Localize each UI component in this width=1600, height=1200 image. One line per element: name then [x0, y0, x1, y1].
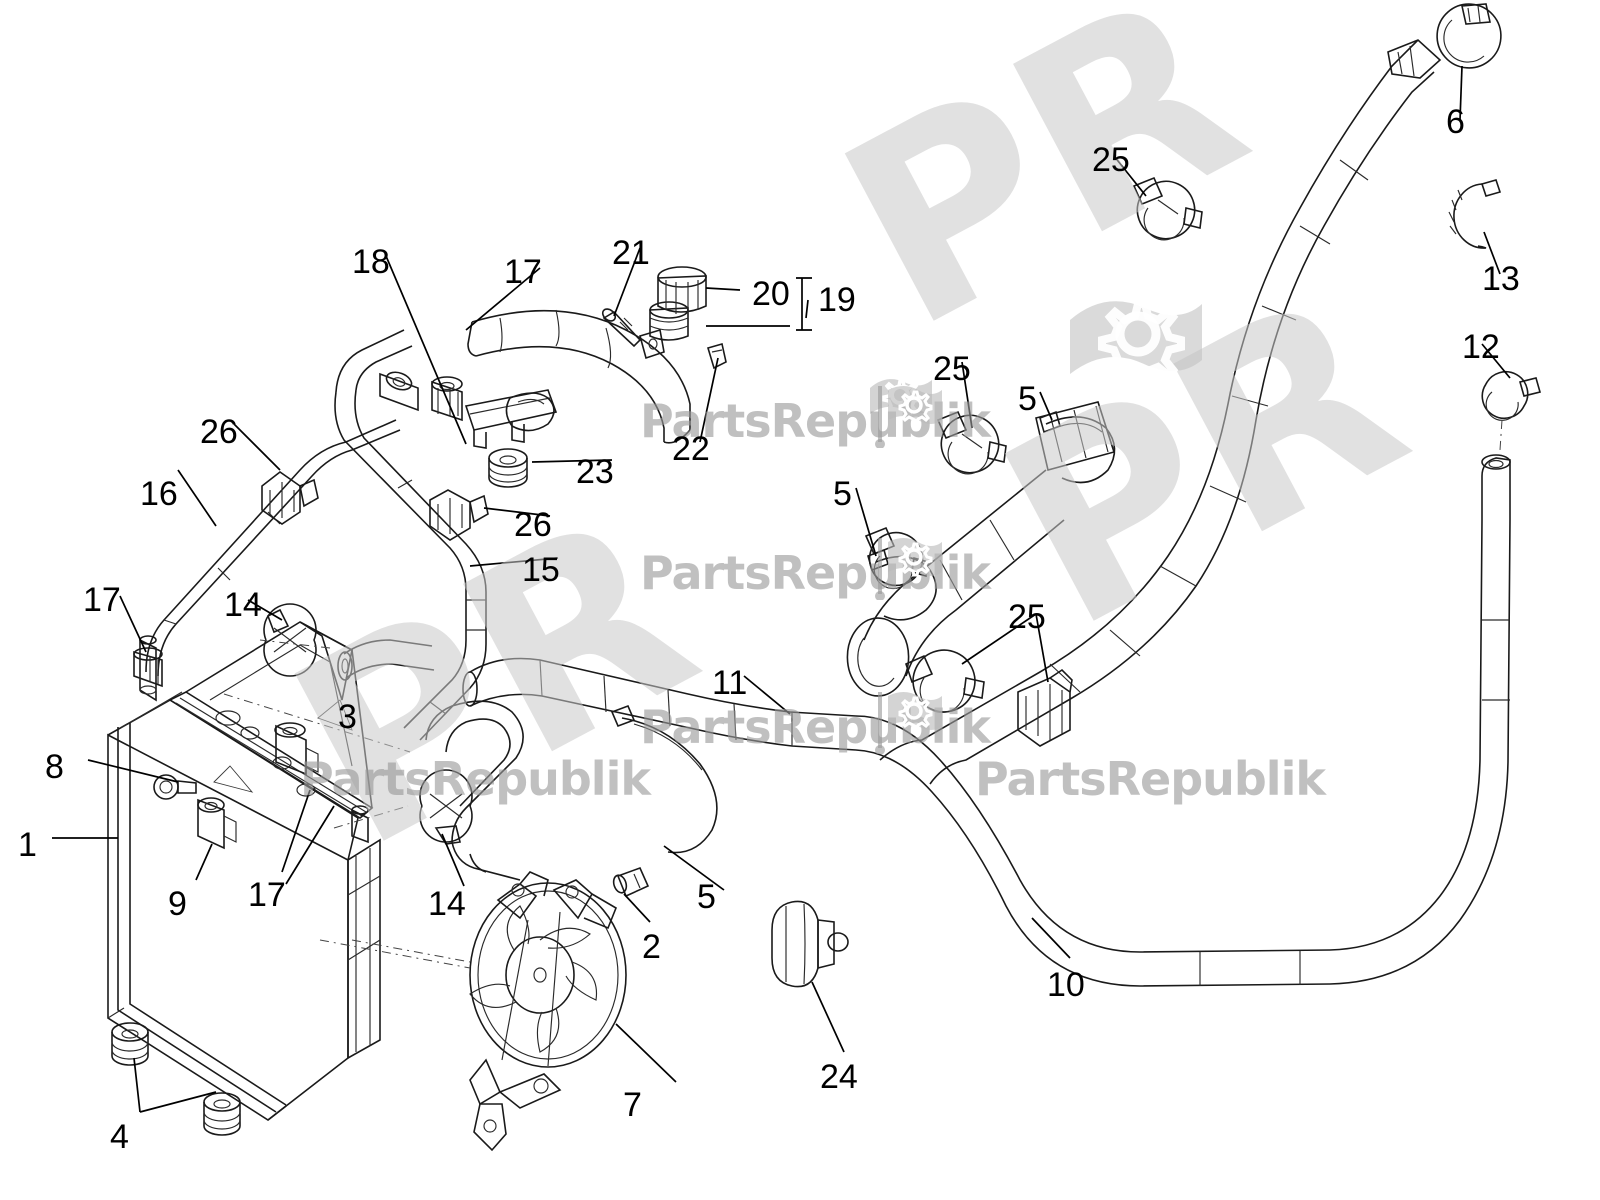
band-clamp-part-13	[1448, 179, 1502, 249]
expansion-tank-part-19	[464, 301, 727, 449]
hose-holder-clip-part-24	[771, 900, 849, 988]
hose-clamp-part-14-lower	[419, 769, 473, 845]
callout-number-12: 12	[1462, 328, 1500, 366]
spring-band-clamp-part-5-c	[610, 704, 718, 854]
hose-retainer-clip-part-26-upper	[261, 471, 319, 525]
rubber-grommet-part-4-right	[203, 1092, 241, 1136]
hose-clamp-part-14-upper	[263, 603, 317, 677]
upper-coolant-pipe-part-15	[334, 329, 487, 741]
worm-drive-hose-clamp-part-6	[1436, 3, 1502, 69]
expansion-tank-cap-part-20	[657, 266, 707, 314]
construction-line-14b	[333, 805, 409, 829]
hose-upper-left-run	[337, 639, 435, 681]
pipe-stub-left	[379, 371, 419, 412]
callout-number-6: 6	[1446, 103, 1465, 141]
callout-number-17: 17	[504, 253, 542, 291]
small-hose-clamp-part-12	[1481, 371, 1541, 451]
callout-number-20: 20	[752, 275, 790, 313]
tank-screw-part-21	[601, 308, 642, 348]
quick-release-clamp-part-25-block	[1017, 668, 1073, 747]
radiator-mount-bush-part-9	[197, 797, 237, 850]
callout-number-16: 16	[140, 475, 178, 513]
radiator-bracket-part-3	[274, 722, 319, 776]
callout-number-4: 4	[110, 1118, 129, 1156]
callout-number-15: 15	[522, 551, 560, 589]
construction-line-radiator	[223, 693, 411, 753]
radiator-bolt-part-8	[153, 774, 197, 800]
callout-number-22: 22	[672, 430, 710, 468]
callout-number-5: 5	[833, 475, 852, 513]
callout-number-23: 23	[576, 453, 614, 491]
rubber-grommet-part-4-left	[111, 1022, 149, 1066]
callout-number-11: 11	[712, 664, 748, 702]
callout-number-2: 2	[642, 928, 661, 966]
upper-right-hose	[879, 39, 1442, 785]
callout-number-24: 24	[820, 1058, 858, 1096]
long-coolant-hose-part-10	[855, 454, 1511, 987]
callout-number-21: 21	[612, 234, 650, 272]
callout-number-25: 25	[1008, 598, 1046, 636]
callout-number-14: 14	[428, 885, 466, 923]
callout-number-5: 5	[697, 878, 716, 916]
construction-line-clamp	[259, 639, 331, 649]
fan-screw-part-2	[612, 866, 650, 898]
callout-number-14: 14	[224, 586, 262, 624]
callout-number-26: 26	[514, 506, 552, 544]
callout-number-25: 25	[1092, 141, 1130, 179]
cooling-fan-assembly-part-7	[319, 871, 627, 1152]
callout-number-7: 7	[623, 1086, 642, 1124]
quick-release-clamp-part-25-mid	[936, 410, 1007, 475]
callout-number-1: 1	[18, 826, 37, 864]
callout-number-17: 17	[83, 581, 121, 619]
coolant-hose-part-11	[462, 657, 857, 751]
quick-release-clamp-part-25-left	[864, 526, 929, 590]
callout-number-19: 19	[818, 281, 856, 319]
union-fitting-part-17-left	[133, 647, 163, 688]
callout-number-25: 25	[933, 350, 971, 388]
tank-grommet-part-23	[488, 448, 528, 488]
callout-number-13: 13	[1482, 260, 1520, 298]
quick-release-clamp-part-25-top	[1132, 176, 1203, 241]
callout-number-18: 18	[352, 243, 390, 281]
callout-number-8: 8	[45, 748, 64, 786]
union-nut-part-18	[431, 376, 463, 422]
callout-number-9: 9	[168, 885, 187, 923]
quick-release-clamp-part-25-ring	[905, 649, 985, 713]
leader-lines	[52, 65, 1511, 1113]
lower-hose-run	[419, 700, 524, 881]
tank-clip-part-22	[707, 342, 727, 370]
spring-band-clamp-part-5-a	[1039, 410, 1116, 484]
callout-number-10: 10	[1047, 966, 1085, 1004]
callout-number-17: 17	[248, 876, 286, 914]
callout-number-3: 3	[338, 698, 357, 736]
callout-number-5: 5	[1018, 380, 1037, 418]
hose-retainer-clip-part-26-lower	[429, 489, 489, 541]
callout-number-26: 26	[200, 413, 238, 451]
